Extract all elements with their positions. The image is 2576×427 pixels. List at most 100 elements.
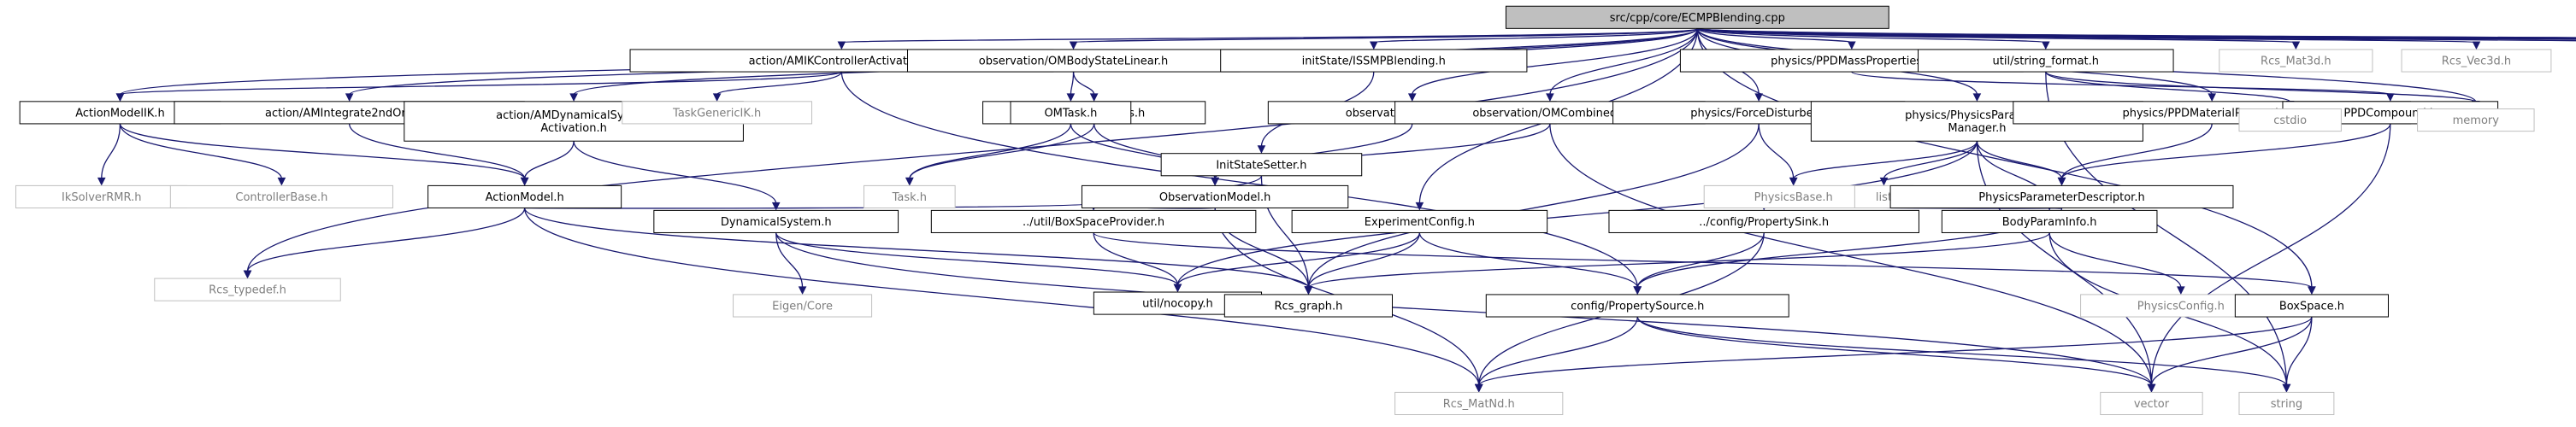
- edge-line: [775, 232, 1179, 286]
- edge-root-to-iss: [1370, 27, 1698, 50]
- edge-line: [1478, 316, 2313, 386]
- node-vector: vector: [2100, 391, 2203, 416]
- edge-line: [2045, 71, 2477, 103]
- node-actmodel[interactable]: ActionModel.h: [427, 184, 622, 208]
- node-typedef: Rcs_typedef.h: [154, 278, 341, 301]
- edge-arrowhead: [1474, 383, 1483, 393]
- edge-arrowhead: [1173, 284, 1182, 293]
- edge-line: [775, 232, 804, 288]
- edge-boxprov-to-nocopy: [1093, 232, 1182, 293]
- edge-line: [840, 72, 1638, 288]
- edge-line: [2060, 123, 2213, 179]
- node-cstdio: cstdio: [2238, 108, 2342, 132]
- edge-amdyn-to-dynsys: [573, 141, 781, 211]
- edge-arrowhead: [1407, 93, 1417, 102]
- node-label: Rcs_MatNd.h: [1443, 398, 1515, 411]
- node-box: [1889, 184, 2234, 208]
- node-bodyparam[interactable]: BodyParamInfo.h: [1941, 209, 2158, 233]
- node-omlin[interactable]: observation/OMBodyStateLinear.h: [907, 49, 1241, 73]
- node-box: [2219, 49, 2373, 73]
- edge-arrowhead: [1789, 177, 1798, 186]
- node-box: [1220, 49, 1528, 73]
- node-label: IkSolverRMR.h: [62, 191, 141, 204]
- edge-line: [1883, 141, 1978, 179]
- edge-arrowhead: [277, 177, 286, 186]
- node-box: [1918, 49, 2174, 73]
- edge-arrowhead: [1257, 145, 1266, 154]
- node-propsrc[interactable]: config/PropertySource.h: [1485, 294, 1789, 318]
- node-label: physics/ForceDisturber.h: [1690, 107, 1827, 120]
- edge-root-to-omcomb: [1546, 28, 1698, 102]
- edge-line: [1176, 141, 1978, 286]
- node-label: util/string_format.h: [1993, 56, 2100, 68]
- edge-line: [1418, 232, 1638, 289]
- edge-line: [1307, 231, 2050, 289]
- edge-bodyparam-to-physconf: [2048, 232, 2185, 295]
- node-graph[interactable]: Rcs_graph.h: [1223, 294, 1394, 318]
- node-label: PhysicsParameterDescriptor.h: [1978, 191, 2144, 204]
- node-obsmodel[interactable]: ObservationModel.h: [1081, 184, 1349, 208]
- edge-omcomb-to-vector: [1549, 123, 2156, 393]
- edge-arrowhead: [2472, 41, 2481, 50]
- node-label: list: [1876, 191, 1892, 204]
- node-label: action/AMIKControllerActivation.h: [749, 56, 935, 68]
- node-expconf[interactable]: ExperimentConfig.h: [1291, 209, 1548, 233]
- node-matnd: Rcs_MatNd.h: [1394, 391, 1564, 416]
- node-box: [1223, 294, 1394, 318]
- edge-line: [1793, 140, 1978, 179]
- edge-amik_h-to-ctrlbase: [119, 123, 286, 186]
- node-label: Eigen/Core: [772, 300, 833, 313]
- edge-line: [1176, 232, 1421, 286]
- edge-line: [1636, 316, 2153, 386]
- edge-line: [1072, 27, 1698, 44]
- edge-line: [523, 141, 575, 179]
- node-box: [733, 294, 873, 318]
- node-label: initState/ISSMPBlending.h: [1302, 56, 1446, 68]
- node-boxprov[interactable]: ../util/BoxSpaceProvider.h: [930, 209, 1257, 233]
- edge-line: [523, 208, 1310, 289]
- edge-line: [909, 123, 1095, 179]
- edge-boxspace-to-matnd: [1474, 316, 2313, 393]
- node-label: TaskGenericIK.h: [672, 107, 761, 120]
- edge-line: [1093, 231, 2313, 289]
- node-strfmt[interactable]: util/string_format.h: [1918, 49, 2174, 73]
- node-label: PhysicsBase.h: [1754, 191, 1833, 204]
- node-initsetter[interactable]: InitStateSetter.h: [1160, 153, 1363, 177]
- edge-arrowhead: [2385, 93, 2395, 102]
- edge-root-to-strfmt: [1696, 27, 2050, 50]
- edge-line: [1070, 72, 1075, 95]
- edge-line: [1636, 232, 1765, 289]
- edge-root-to-ompart: [1407, 28, 1698, 102]
- node-omtask[interactable]: OMTask.h: [1010, 101, 1132, 125]
- node-box: [2100, 391, 2203, 416]
- node-root[interactable]: src/cpp/core/ECMPBlending.cpp: [1505, 5, 1889, 29]
- node-label: ../config/PropertySink.h: [1699, 216, 1829, 229]
- node-taskgenik: TaskGenericIK.h: [622, 101, 813, 125]
- edge-line: [2150, 316, 2313, 386]
- edge-ppm-to-vector: [1976, 141, 2156, 393]
- edge-arrowhead: [1546, 93, 1554, 102]
- edge-line: [1758, 123, 1795, 179]
- node-ppdesc[interactable]: PhysicsParameterDescriptor.h: [1889, 184, 2234, 208]
- edge-arrowhead: [798, 286, 807, 295]
- edge-root-to-ppdmass: [1696, 27, 1856, 50]
- node-label: OMTask.h: [1044, 107, 1097, 120]
- edge-arrowhead: [1089, 93, 1099, 102]
- node-iss[interactable]: initState/ISSMPBlending.h: [1220, 49, 1528, 73]
- edge-arrowhead: [345, 93, 354, 102]
- node-propsink[interactable]: ../config/PropertySink.h: [1608, 209, 1919, 233]
- edge-line: [840, 27, 1698, 44]
- node-ctrlbase: ControllerBase.h: [169, 184, 393, 208]
- edge-arrowhead: [1754, 93, 1763, 102]
- edge-line: [1549, 28, 1698, 95]
- node-box: [2238, 108, 2342, 132]
- edge-arrowhead: [2308, 286, 2316, 295]
- node-boxspace[interactable]: BoxSpace.h: [2234, 294, 2389, 318]
- edge-line: [1696, 27, 1853, 44]
- edge-propsrc-to-string: [1636, 316, 2291, 393]
- edge-arrowhead: [712, 93, 722, 102]
- node-dynsys[interactable]: DynamicalSystem.h: [653, 209, 899, 233]
